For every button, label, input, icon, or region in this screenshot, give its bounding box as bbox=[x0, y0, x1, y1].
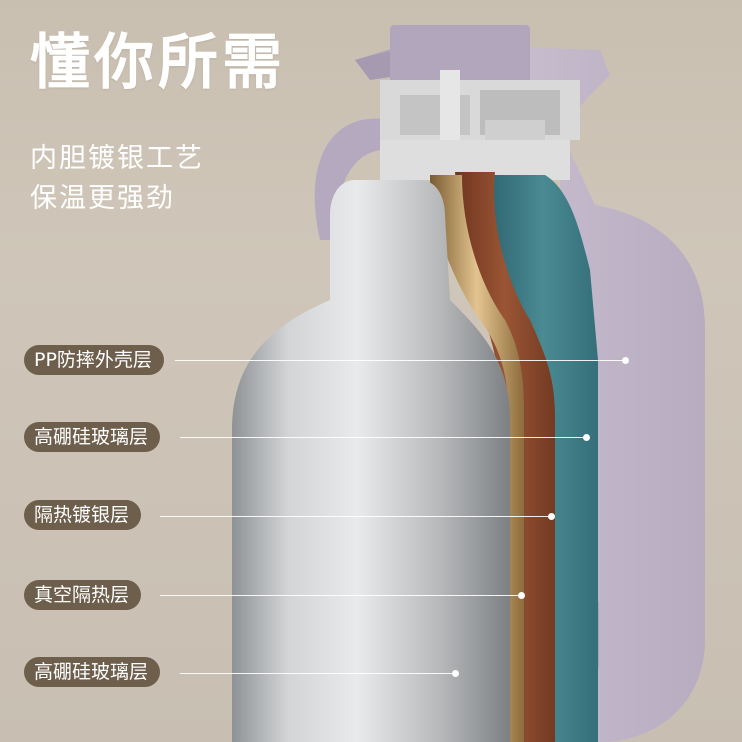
layer-label-glass-outer: 高硼硅玻璃层 bbox=[24, 422, 161, 452]
callout-line bbox=[160, 516, 552, 517]
callout-dot bbox=[622, 357, 629, 364]
vacuum-layer bbox=[430, 175, 524, 742]
lid-mechanism bbox=[380, 25, 580, 180]
callout-dot bbox=[452, 670, 459, 677]
callout-line bbox=[175, 360, 625, 361]
layer-label-glass-inner: 高硼硅玻璃层 bbox=[24, 657, 161, 687]
layer-label-silver: 隔热镀银层 bbox=[24, 500, 142, 530]
callout-line bbox=[160, 595, 522, 596]
headline: 懂你所需 bbox=[30, 28, 286, 98]
callout-dot bbox=[548, 513, 555, 520]
layer-label-shell: PP防摔外壳层 bbox=[24, 345, 164, 375]
callout-line bbox=[180, 673, 456, 674]
inner-liner bbox=[232, 180, 510, 742]
subtitle-line-2: 保温更强劲 bbox=[30, 183, 175, 214]
layer-label-vacuum: 真空隔热层 bbox=[24, 580, 142, 610]
callout-line bbox=[180, 437, 586, 438]
callout-dot bbox=[583, 434, 590, 441]
callout-dot bbox=[518, 592, 525, 599]
subtitle-line-1: 内胆镀银工艺 bbox=[30, 143, 204, 174]
